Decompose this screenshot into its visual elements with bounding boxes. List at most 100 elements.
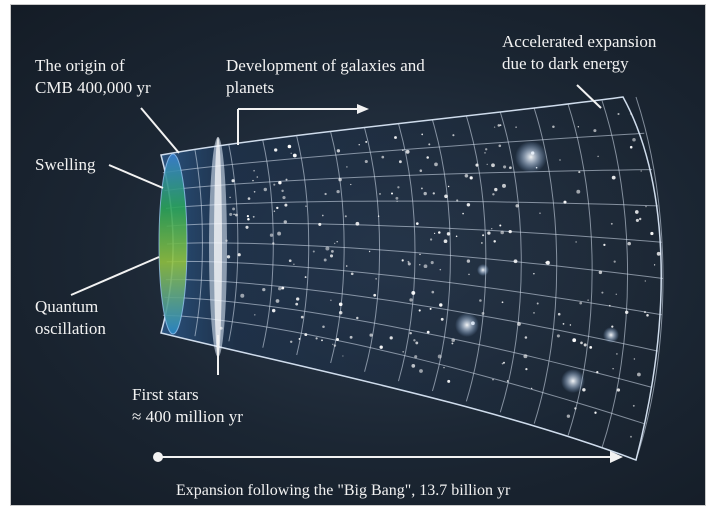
star xyxy=(411,290,416,295)
star xyxy=(439,268,442,271)
star xyxy=(492,193,495,196)
star xyxy=(246,215,249,218)
star xyxy=(219,326,223,330)
star xyxy=(566,414,571,418)
star xyxy=(389,336,393,340)
star xyxy=(336,240,338,243)
star xyxy=(273,183,276,186)
galaxy-glow xyxy=(561,369,585,393)
star xyxy=(612,368,614,370)
development-arrowhead xyxy=(357,104,369,114)
star xyxy=(646,314,649,317)
star xyxy=(407,262,411,266)
development-label: Development of galaxies and planets xyxy=(226,56,425,97)
accelerated-expansion-label: Accelerated expansion due to dark energy xyxy=(502,32,657,73)
star xyxy=(440,317,444,321)
star xyxy=(338,310,343,315)
expansion-arrowhead xyxy=(610,451,623,463)
galaxy-glow xyxy=(603,327,619,343)
star xyxy=(486,163,488,166)
star xyxy=(502,183,506,188)
galaxy-glow xyxy=(515,141,547,173)
star xyxy=(469,176,473,180)
star xyxy=(556,334,560,338)
grid-line xyxy=(165,200,658,209)
star xyxy=(466,259,471,263)
cmb-origin-label: The origin of CMB 400,000 yr xyxy=(35,56,151,97)
star xyxy=(503,361,505,364)
star xyxy=(452,134,455,137)
star xyxy=(369,333,373,337)
star xyxy=(637,372,641,377)
spacetime-grid xyxy=(162,96,664,461)
star xyxy=(232,207,236,211)
expansion-caption: Expansion following the "Big Bang", 13.7… xyxy=(176,482,511,499)
star xyxy=(379,345,383,349)
star xyxy=(650,231,654,236)
star xyxy=(284,203,288,207)
star xyxy=(296,297,300,301)
star xyxy=(282,196,286,200)
star xyxy=(289,340,293,344)
star xyxy=(506,380,509,382)
star xyxy=(423,264,428,269)
star xyxy=(523,354,528,359)
star xyxy=(635,218,639,222)
star xyxy=(481,242,483,244)
star xyxy=(446,232,451,236)
star xyxy=(349,335,353,339)
star xyxy=(256,176,259,178)
star xyxy=(616,388,621,392)
star xyxy=(475,163,479,167)
star xyxy=(466,203,471,207)
star xyxy=(533,312,535,314)
first-stars-label: First stars ≈ 400 million yr xyxy=(132,385,243,426)
star xyxy=(336,338,339,341)
star xyxy=(252,215,255,218)
accelerated-pointer xyxy=(576,84,602,109)
star xyxy=(262,287,266,292)
galaxies-stars xyxy=(219,112,661,438)
star xyxy=(415,222,419,225)
star xyxy=(643,311,647,314)
grid-line xyxy=(165,278,658,352)
star xyxy=(479,299,482,302)
star xyxy=(253,169,255,172)
star xyxy=(325,246,330,251)
star xyxy=(430,261,434,265)
star xyxy=(434,162,438,167)
star xyxy=(597,155,599,158)
star xyxy=(421,133,424,136)
star xyxy=(494,187,498,192)
star xyxy=(598,270,603,275)
star xyxy=(634,210,639,214)
star xyxy=(304,333,308,337)
star xyxy=(231,179,235,183)
star xyxy=(283,220,288,224)
grid-line xyxy=(164,296,653,388)
star xyxy=(485,148,488,151)
star xyxy=(462,212,464,215)
star xyxy=(233,213,235,216)
star xyxy=(312,250,315,253)
star xyxy=(336,149,341,153)
star xyxy=(234,213,238,217)
star xyxy=(509,166,512,170)
star xyxy=(229,212,233,216)
star xyxy=(525,368,528,371)
star xyxy=(331,250,334,253)
star xyxy=(578,171,581,174)
star xyxy=(433,232,436,235)
star xyxy=(531,387,533,390)
star xyxy=(499,124,502,127)
star xyxy=(653,264,656,266)
star xyxy=(237,253,241,257)
star xyxy=(418,309,421,312)
star xyxy=(395,196,399,200)
star xyxy=(298,337,301,340)
star xyxy=(499,224,502,227)
star xyxy=(396,200,398,202)
star xyxy=(332,343,334,345)
star xyxy=(617,112,620,116)
star xyxy=(287,144,292,149)
